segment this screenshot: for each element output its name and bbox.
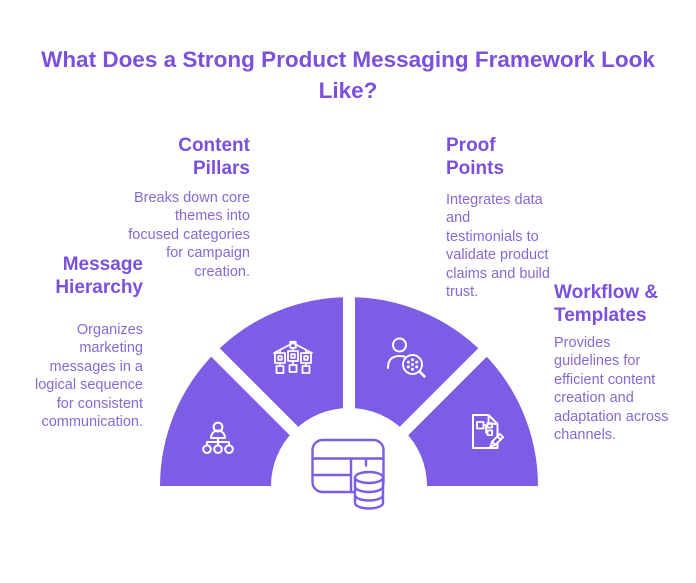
section-description-content-pillars: Breaks down core themes into focused cat… [128,190,250,280]
section-heading-content-pillars: Content Pillars [178,135,250,179]
section-description-message-hierarchy: Organizes marketing messages in a logica… [34,322,143,431]
section-heading-message-hierarchy: Message Hierarchy [55,254,143,298]
section-description-proof-points: Integrates data and testimonials to vali… [446,192,550,301]
section-content-pillars: Content Pillars Breaks down core themes … [128,134,250,281]
table-database-icon [311,438,385,510]
section-heading-proof-points: Proof Points [446,135,505,179]
section-description-workflow-templates: Provides guidelines for efficient conten… [554,335,669,444]
document-pencil-icon [472,414,505,449]
page-title: What Does a Strong Product Messaging Fra… [41,47,655,103]
section-heading-workflow-templates: Workflow & Templates [554,282,659,326]
section-workflow-templates: Workflow & Templates Provides guidelines… [554,281,672,444]
sitemap-icon [273,340,313,374]
inner-hole [271,408,427,564]
org-chart-icon [202,421,234,455]
section-proof-points: Proof Points Integrates data and testimo… [446,134,550,301]
section-message-hierarchy: Message Hierarchy Organizes marketing me… [23,253,143,431]
pencil-glyph [489,432,505,448]
person-magnifier-icon [387,337,426,378]
